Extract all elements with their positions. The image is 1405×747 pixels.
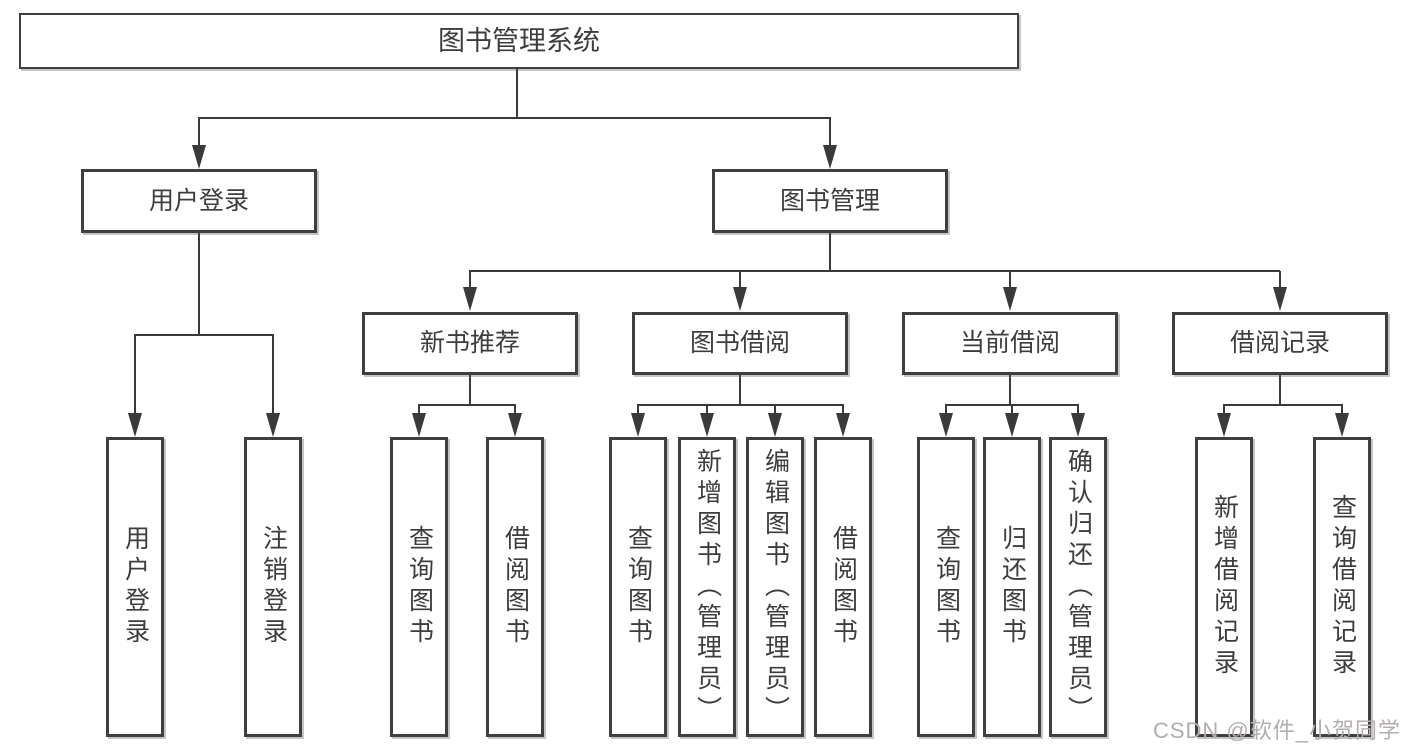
connector-line [637, 404, 844, 406]
node-label: 新书推荐 [419, 329, 520, 357]
connector-line [1077, 405, 1079, 415]
connector-line [469, 271, 471, 289]
node-borrowing-records: 借阅记录 [1172, 312, 1388, 375]
leaf-query-books-current: 查询图书 [917, 437, 975, 737]
node-user-login: 用户登录 [81, 169, 317, 233]
arrowhead-down-icon [1273, 287, 1287, 311]
connector-line [739, 271, 741, 289]
arrowhead-down-icon [1005, 413, 1019, 437]
node-book-borrowing: 图书借阅 [632, 312, 848, 375]
connector-line [829, 117, 831, 147]
connector-line [945, 405, 947, 415]
connector-line [516, 69, 518, 118]
node-label: 图书管理系统 [438, 25, 600, 56]
connector-line [469, 270, 1280, 272]
node-new-book-recommendation: 新书推荐 [362, 312, 578, 375]
connector-line [134, 335, 136, 415]
leaf-confirm-return-admin: 确认归还（管理员） [1049, 437, 1107, 737]
connector-line [418, 404, 516, 406]
node-label: 用户登录 [121, 525, 150, 649]
node-label: 新增图书（管理员） [693, 447, 722, 727]
connector-line [514, 405, 516, 415]
leaf-borrow-books: 借阅图书 [814, 437, 872, 737]
node-label: 图书借阅 [689, 329, 790, 357]
arrowhead-down-icon [1071, 413, 1085, 437]
arrowhead-down-icon [700, 413, 714, 437]
connector-line [1223, 405, 1225, 415]
arrowhead-down-icon [733, 287, 747, 311]
leaf-user-login: 用户登录 [106, 437, 164, 737]
connector-line [1279, 373, 1281, 406]
leaf-return-books: 归还图书 [983, 437, 1041, 737]
connector-line [198, 233, 200, 335]
arrowhead-down-icon [631, 413, 645, 437]
node-label: 用户登录 [148, 186, 249, 215]
leaf-add-borrow-record: 新增借阅记录 [1195, 437, 1253, 737]
connector-line [134, 334, 274, 336]
node-label: 编辑图书（管理员） [761, 447, 790, 727]
node-current-borrowing: 当前借阅 [902, 312, 1118, 375]
connector-line [1341, 405, 1343, 415]
arrowhead-down-icon [128, 413, 142, 437]
arrowhead-down-icon [836, 413, 850, 437]
node-label: 确认归还（管理员） [1064, 447, 1093, 727]
connector-line [1011, 405, 1013, 415]
connector-line [272, 335, 274, 415]
connector-line [1009, 373, 1011, 406]
connector-line [198, 117, 200, 147]
leaf-add-books-admin: 新增图书（管理员） [678, 437, 736, 737]
arrowhead-down-icon [939, 413, 953, 437]
node-label: 借阅图书 [829, 525, 858, 649]
leaf-logout: 注销登录 [244, 437, 302, 737]
arrowhead-down-icon [823, 145, 837, 169]
connector-line [1009, 271, 1011, 289]
arrowhead-down-icon [1335, 413, 1349, 437]
node-label: 查询图书 [932, 525, 961, 649]
node-label: 借阅图书 [501, 525, 530, 649]
leaf-query-books-recommend: 查询图书 [390, 437, 448, 737]
arrowhead-down-icon [412, 413, 426, 437]
arrowhead-down-icon [463, 287, 477, 311]
connector-line [198, 117, 830, 119]
node-label: 注销登录 [259, 525, 288, 649]
connector-line [829, 233, 831, 272]
connector-line [842, 405, 844, 415]
arrowhead-down-icon [192, 145, 206, 169]
node-label: 查询借阅记录 [1328, 494, 1357, 680]
node-label: 新增借阅记录 [1210, 494, 1239, 680]
arrowhead-down-icon [266, 413, 280, 437]
connector-line [1223, 404, 1343, 406]
node-library-management-system: 图书管理系统 [19, 13, 1019, 69]
node-book-management: 图书管理 [712, 169, 948, 233]
connector-line [637, 405, 639, 415]
connector-line [418, 405, 420, 415]
node-label: 查询图书 [624, 525, 653, 649]
node-label: 查询图书 [405, 525, 434, 649]
connector-line [774, 405, 776, 415]
arrowhead-down-icon [1003, 287, 1017, 311]
leaf-edit-books-admin: 编辑图书（管理员） [746, 437, 804, 737]
connector-line [706, 405, 708, 415]
arrowhead-down-icon [1217, 413, 1231, 437]
node-label: 借阅记录 [1229, 329, 1330, 357]
arrowhead-down-icon [768, 413, 782, 437]
node-label: 归还图书 [998, 525, 1027, 649]
csdn-watermark: CSDN @软件_小贺同学 [1152, 718, 1401, 743]
connector-line [1279, 271, 1281, 289]
node-label: 当前借阅 [959, 329, 1060, 357]
leaf-query-borrow-record: 查询借阅记录 [1313, 437, 1371, 737]
arrowhead-down-icon [508, 413, 522, 437]
connector-line [469, 373, 471, 406]
leaf-borrow-books-recommend: 借阅图书 [486, 437, 544, 737]
leaf-query-books-borrow: 查询图书 [609, 437, 667, 737]
node-label: 图书管理 [779, 186, 880, 215]
connector-line [739, 373, 741, 406]
